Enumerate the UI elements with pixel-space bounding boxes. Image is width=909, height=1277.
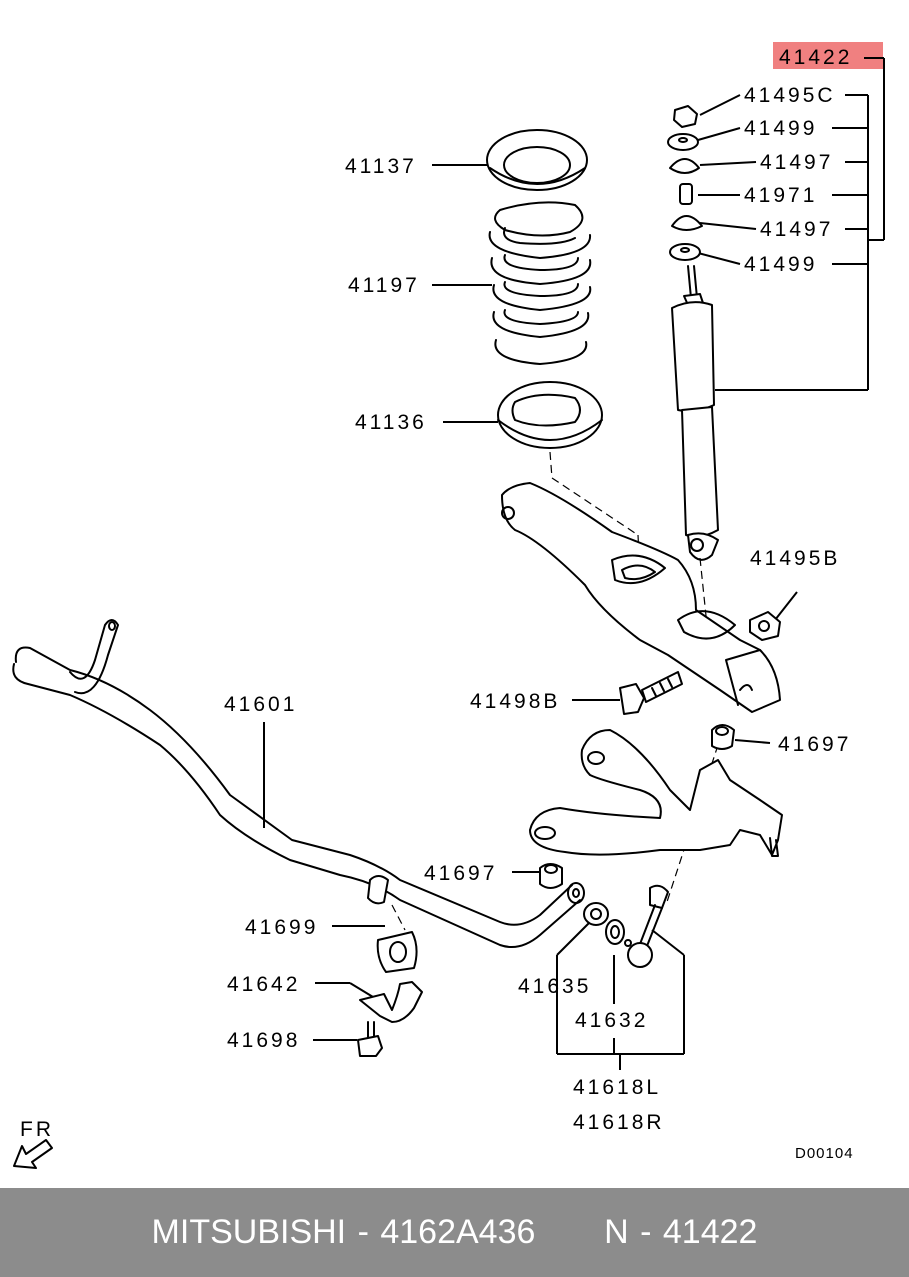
stabilizer-bar [12, 619, 585, 948]
highlight-41422 [773, 42, 883, 69]
footer-brand: MITSUBISHI [151, 1213, 347, 1251]
bushing-41699 [376, 931, 418, 973]
label-41495B: 41495B [750, 547, 840, 570]
footer-part-number: 4162A436 [380, 1213, 536, 1251]
label-41197: 41197 [348, 274, 420, 297]
footer-ref-number: 41422 [662, 1213, 758, 1251]
bracket-41618 [556, 921, 685, 1070]
label-41642: 41642 [227, 973, 300, 996]
footer-separator: - [357, 1213, 369, 1251]
bolt-41498B [619, 671, 683, 715]
bushing-41697-lower [539, 863, 563, 889]
bolt-41495B [749, 611, 781, 641]
footer-gap [535, 1213, 604, 1252]
label-41697-lower: 41697 [424, 862, 497, 885]
label-41497-upper: 41497 [760, 151, 833, 174]
label-41635: 41635 [518, 975, 591, 998]
footer-bar: MITSUBISHI - 4162A436 N - 41422 [0, 1188, 909, 1277]
footer-sep-3 [629, 1213, 640, 1252]
footer-sep-2 [369, 1213, 380, 1252]
label-41697-upper: 41697 [778, 733, 851, 756]
leaders-top [263, 94, 798, 1041]
label-41495C: 41495C [744, 84, 836, 107]
coil-spring [488, 201, 592, 365]
label-41499-lower: 41499 [744, 253, 817, 276]
footer-ref-separator: - [640, 1213, 652, 1251]
label-41618R: 41618R [573, 1111, 665, 1134]
parts-diagram: 41422 41495C 41499 41497 41971 41497 414… [12, 42, 885, 1169]
front-label: FR [20, 1118, 54, 1141]
bracket-41642 [359, 981, 423, 1023]
ring-41632 [605, 919, 625, 945]
front-direction-icon [13, 1139, 53, 1169]
lower-spring-seat [497, 381, 603, 449]
label-41971: 41971 [744, 184, 817, 207]
label-41618L: 41618L [573, 1076, 661, 1099]
shock-absorber [671, 265, 719, 561]
label-41137: 41137 [345, 155, 417, 178]
bracket-41422 [715, 57, 885, 391]
footer-ref-prefix: N [604, 1213, 629, 1251]
stabilizer-link [624, 884, 669, 968]
bushing-41697-upper [711, 724, 735, 750]
label-41698: 41698 [227, 1029, 300, 1052]
bushing-41635 [583, 902, 609, 926]
top-mount-parts [667, 105, 703, 261]
label-41497-lower: 41497 [760, 218, 833, 241]
footer-sep-4 [651, 1213, 662, 1252]
label-41601: 41601 [224, 693, 297, 716]
label-41136: 41136 [355, 411, 427, 434]
trailing-arm [501, 482, 781, 713]
diagram-code: D00104 [795, 1145, 854, 1162]
label-41499-upper: 41499 [744, 117, 817, 140]
lower-arms [529, 729, 783, 857]
footer-sep-1 [346, 1213, 357, 1252]
bolt-41698 [357, 1021, 383, 1057]
upper-spring-seat [486, 129, 588, 191]
label-41632: 41632 [575, 1009, 648, 1032]
label-41422: 41422 [779, 46, 852, 69]
label-41699: 41699 [245, 916, 318, 939]
label-41498B: 41498B [470, 690, 560, 713]
